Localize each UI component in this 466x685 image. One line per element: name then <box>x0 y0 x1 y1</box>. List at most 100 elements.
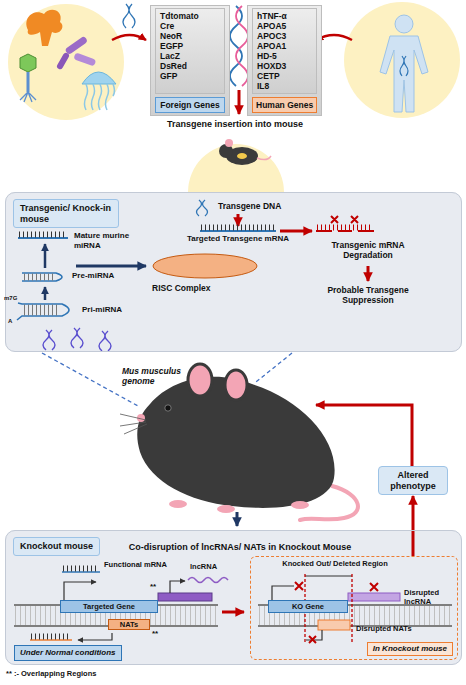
complex-ellipse: RISC Complex <box>152 253 258 279</box>
rna-strand <box>237 214 240 226</box>
label-slot: Transgenic mRNA Degradation <box>318 240 418 260</box>
gene-name: HOXD3 <box>257 61 312 71</box>
rna-strand <box>17 303 69 320</box>
ellipse-outline <box>153 254 257 278</box>
gene-name: Tdtomato <box>160 11 220 21</box>
label-slot: Functional mRNA <box>104 560 167 569</box>
gene-map <box>158 593 212 601</box>
mouse-illustration <box>120 364 412 526</box>
transcript-label: lncRNA <box>190 562 217 571</box>
rna-strand <box>24 305 60 316</box>
label-slot: Targeted Transgene mRNA <box>183 234 293 244</box>
gene-name: DsRed <box>160 61 220 71</box>
complex-name: RISC Complex <box>152 283 258 293</box>
gene-name: KO Gene <box>273 602 343 611</box>
region-box: In Knockout mouse KO Gene <box>250 556 458 660</box>
human-figure <box>400 56 408 76</box>
knockout-map <box>318 620 350 630</box>
rna-strand <box>280 230 312 233</box>
ellipse-outline <box>152 253 258 279</box>
cap-label: m7G <box>4 295 17 302</box>
molecule-label: Transgene DNA <box>218 201 281 211</box>
mouse-icon <box>257 156 271 160</box>
gene-name: HD-5 <box>257 51 312 61</box>
molecule-label: Pri-miRNA <box>82 305 122 315</box>
label-slot: Transgene insertion into mouse <box>150 119 320 130</box>
rna-strand <box>317 225 373 231</box>
tail-label: A <box>8 318 12 325</box>
panel-heading: Transgenic/ Knock-in mouse <box>13 199 119 228</box>
rna-strand <box>24 274 54 281</box>
label-slot: Transgene DNA <box>218 201 281 211</box>
gene-list: hTNF-αAPOA5APOC3APOA1HD-5HOXD3CETPIL8Hum… <box>247 5 322 116</box>
label-slot: lncRNA <box>190 562 217 571</box>
mouse-illustration <box>217 505 235 513</box>
microbe-icons <box>27 72 30 92</box>
mouse-illustration <box>188 364 212 396</box>
panel-heading: Knockout mouse <box>13 537 100 556</box>
mouse-icon <box>219 139 271 165</box>
knockout-map <box>370 583 378 591</box>
label-slot: m7G <box>4 295 17 302</box>
outcome-box: Altered phenotype <box>378 466 448 495</box>
genome-label: Mus musculus genome <box>122 366 188 386</box>
gene-name: LacZ <box>160 51 220 61</box>
microbe-icons <box>123 4 135 28</box>
gene-name: Cre <box>160 21 220 31</box>
background-circle <box>8 4 124 120</box>
rna-strand <box>331 216 358 223</box>
rna-strand <box>44 244 47 268</box>
microbe-icons <box>56 52 70 71</box>
region-heading: In Knockout mouse <box>367 642 453 656</box>
rna-strand <box>76 265 146 268</box>
gene-map <box>188 578 228 583</box>
process-label: Probable Transgene Suppression <box>318 285 418 305</box>
rna-strand <box>19 232 67 238</box>
microbe-icons <box>73 52 96 66</box>
molecule-label: Mature murine miRNA <box>74 231 142 250</box>
label-slot: ** <box>150 582 156 592</box>
gene-list-area: TdtomatoCreNeoREGFPLacZDsRedGFP <box>155 8 225 94</box>
gene-map <box>78 633 112 640</box>
microbe-icons <box>20 4 135 110</box>
knockout-map <box>258 625 452 627</box>
group-tab: Foreign Genes <box>155 97 225 113</box>
mouse-icon <box>237 153 247 159</box>
rna-strand <box>197 200 208 216</box>
label-slot: ** <box>152 629 158 639</box>
transcript-label: Disrupted lncRNA <box>404 588 458 606</box>
gene-name: APOC3 <box>257 31 312 41</box>
label-slot: Co-disruption of lncRNAs/ NATs in Knocko… <box>100 542 380 553</box>
transcript-label: Functional mRNA <box>104 560 167 569</box>
gene-name: NeoR <box>160 31 220 41</box>
gene-name: APOA5 <box>257 21 312 31</box>
gene-name: Targeted Gene <box>65 602 153 611</box>
knockout-map <box>305 576 352 577</box>
region-label: Knocked Out/ Deleted Region <box>270 559 400 568</box>
knockout-map <box>348 593 400 601</box>
condition-tag: Under Normal conditions <box>14 645 122 661</box>
gene-name: NATs <box>113 620 145 629</box>
knockout-map <box>295 582 303 590</box>
gene-map <box>170 581 185 593</box>
transfer-arrow <box>238 90 241 114</box>
background-circle <box>344 2 460 118</box>
knockout-map <box>258 574 452 643</box>
gene-name: GFP <box>160 71 220 81</box>
gene-list-area: hTNF-αAPOA5APOC3APOA1HD-5HOXD3CETPIL8 <box>252 8 317 94</box>
gene-map <box>31 634 71 640</box>
rna-strand <box>201 225 275 231</box>
mouse-illustration <box>236 512 239 526</box>
microbe-icons <box>26 10 62 46</box>
mouse-illustration <box>120 414 147 434</box>
knockout-map <box>309 636 316 643</box>
label-slot: Mature murine miRNA <box>74 231 142 250</box>
microbe-icons <box>20 92 36 102</box>
gene-name: hTNF-α <box>257 11 312 21</box>
overlap-mark: ** <box>152 629 158 639</box>
human-figure <box>380 15 428 112</box>
microbe-icons <box>82 72 116 84</box>
gene-box: NATs <box>108 619 150 630</box>
